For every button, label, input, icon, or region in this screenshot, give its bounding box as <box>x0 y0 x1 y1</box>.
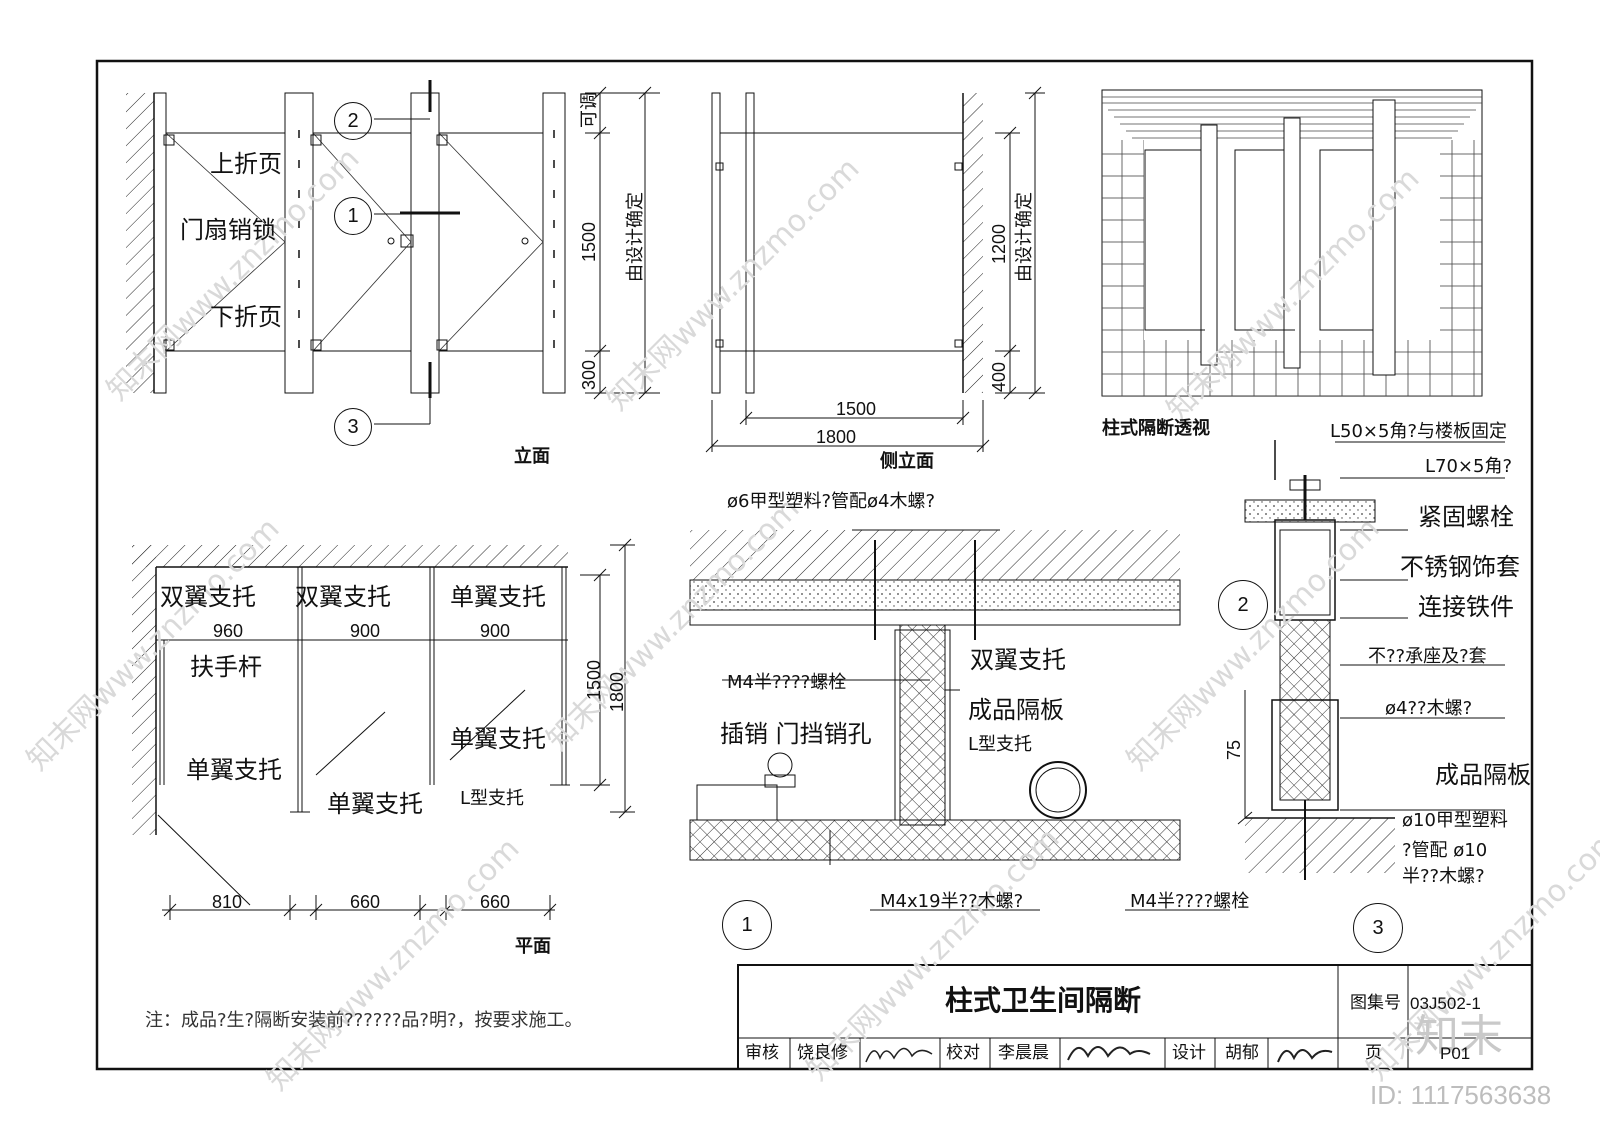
d1-label-double: 双翼支托 <box>970 646 1066 674</box>
d3-label-p10b: ?管配 ø10 <box>1402 840 1488 861</box>
d1-label-pin: 插销 门挡销孔 <box>720 720 872 748</box>
dim-900-a: 900 <box>350 621 381 641</box>
designer-name: 胡郁 <box>1225 1043 1259 1063</box>
dim-960: 960 <box>213 621 244 641</box>
page-number: P01 <box>1440 1044 1471 1063</box>
d1-label-m4b: M4半????螺栓 <box>1130 891 1250 912</box>
checker-name: 李晨晨 <box>998 1043 1049 1063</box>
d3-label-panel: 成品隔板 <box>1435 761 1531 789</box>
plan-label-single-3: 单翼支托 <box>186 756 282 784</box>
plan-label-single-4: 单翼支托 <box>327 790 423 818</box>
detail-marker-1: 1 <box>722 900 772 950</box>
reviewer-name: 饶良修 <box>797 1043 848 1063</box>
check-label: 校对 <box>946 1043 980 1063</box>
detail-2-3 <box>1237 440 1395 880</box>
watermark-logo: 知末 <box>1415 1011 1503 1062</box>
atlas-number: 03J502-1 <box>1410 994 1481 1013</box>
d3-label-l50: L50×5角?与楼板固定 <box>1330 421 1508 442</box>
d1-label-panel: 成品隔板 <box>968 696 1064 724</box>
plan-label-single-1: 单翼支托 <box>450 583 546 611</box>
dim-660-a: 660 <box>350 892 381 912</box>
caption-side-elevation: 侧立面 <box>880 451 934 472</box>
section-marker-3: 3 <box>334 408 372 446</box>
plan-label-handrail: 扶手杆 <box>190 653 262 681</box>
d3-label-seat: 不??承座及?套 <box>1368 646 1487 667</box>
drawing-title: 柱式卫生间隔断 <box>945 984 1142 1017</box>
dim-900-b: 900 <box>480 621 511 641</box>
side-elevation-view <box>705 86 1045 453</box>
signature-checker <box>1067 1046 1151 1061</box>
d1-label-m4a: M4半????螺栓 <box>727 672 847 693</box>
section-marker-2: 2 <box>334 102 372 140</box>
detail-1 <box>689 529 1181 865</box>
d3-label-screw4: ø4??木螺? <box>1385 698 1473 719</box>
atlas-label: 图集号 <box>1350 993 1401 1013</box>
elevation-view <box>126 80 660 425</box>
design-label: 设计 <box>1172 1043 1206 1063</box>
caption-elevation: 立面 <box>514 446 550 467</box>
title-block <box>737 964 1533 1070</box>
section-marker-1: 1 <box>334 197 372 235</box>
label-lower-hinge: 下折页 <box>210 303 282 331</box>
label-upper-hinge: 上折页 <box>210 150 282 178</box>
d3-label-cover: 不锈钢饰套 <box>1400 553 1520 581</box>
d1-label-l-bracket: L型支托 <box>968 734 1033 755</box>
d3-label-p10a: ø10甲型塑料 <box>1402 810 1508 831</box>
plan-label-double-1: 双翼支托 <box>160 583 256 611</box>
review-label: 审核 <box>745 1043 779 1063</box>
perspective-view <box>1101 89 1483 397</box>
d3-label-p10c: 半??木螺? <box>1402 866 1485 887</box>
installation-note: 注：成品?生?隔断安装前??????品?明?，按要求施工。 <box>145 1010 583 1031</box>
dim-660-b: 660 <box>480 892 511 912</box>
dim-810: 810 <box>212 892 243 912</box>
d3-label-bolt: 紧固螺栓 <box>1418 503 1514 531</box>
dim-1800-side: 1800 <box>816 427 857 447</box>
caption-perspective: 柱式隔断透视 <box>1102 418 1210 439</box>
dim-1500-side: 1500 <box>836 399 877 419</box>
plan-view <box>132 538 635 920</box>
leader-lines <box>722 441 1505 911</box>
detail-marker-3: 3 <box>1353 903 1403 953</box>
detail-marker-2: 2 <box>1218 580 1268 630</box>
d1-label-top: ø6甲型塑料?管配ø4木螺? <box>727 491 936 512</box>
d3-label-iron: 连接铁件 <box>1418 593 1514 621</box>
signature-reviewer <box>865 1047 933 1063</box>
label-door-lock: 门扇销锁 <box>180 216 276 244</box>
watermark-id: ID: 1117563638 <box>1370 1080 1552 1110</box>
d1-label-m4x19: M4x19半??木螺? <box>880 891 1024 912</box>
plan-label-l-bracket: L型支托 <box>460 788 525 809</box>
page-label: 页 <box>1365 1043 1382 1063</box>
plan-label-single-2: 单翼支托 <box>450 725 546 753</box>
plan-label-double-2: 双翼支托 <box>295 583 391 611</box>
caption-plan: 平面 <box>515 936 551 957</box>
signature-designer <box>1277 1049 1333 1063</box>
d3-label-l70: L70×5角? <box>1425 456 1513 477</box>
